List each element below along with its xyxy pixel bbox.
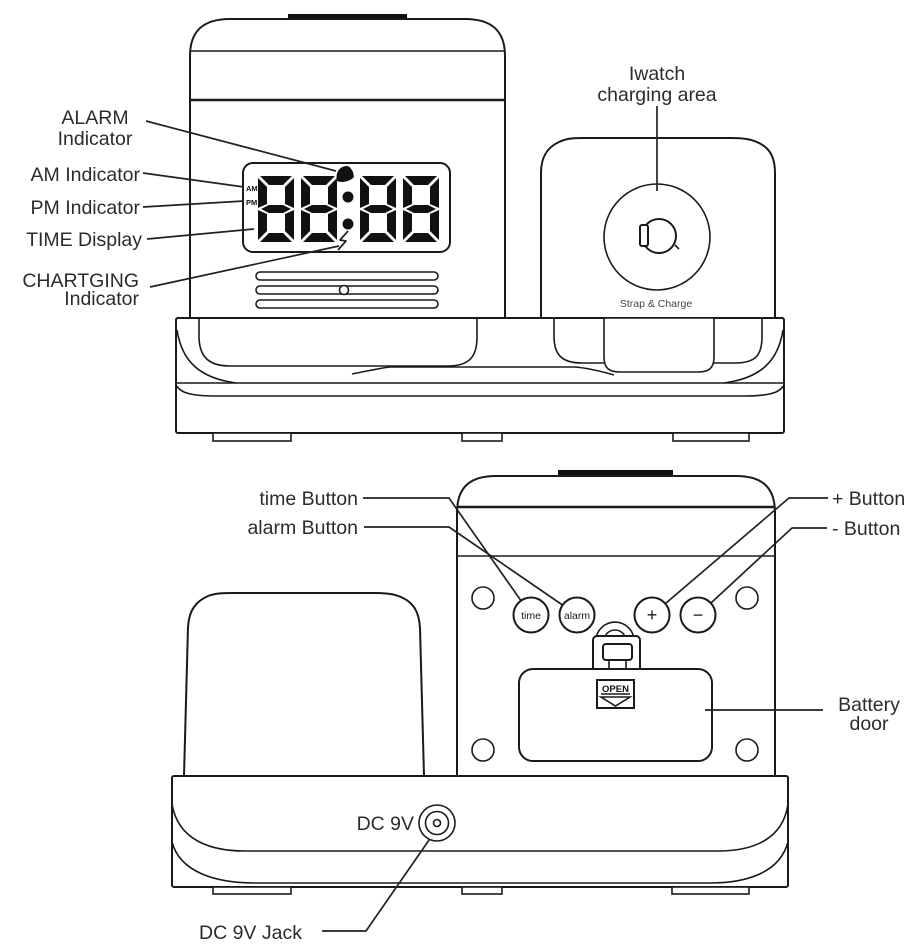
label-alarm-indicator-1: ALARM <box>61 107 128 129</box>
label-alarm-button: alarm Button <box>247 517 358 539</box>
open-marking: OPEN <box>596 679 635 709</box>
watch-crown-tick <box>674 244 680 250</box>
dock-caption: Strap & Charge <box>620 298 693 310</box>
label-pm-indicator: PM Indicator <box>31 197 141 219</box>
grille-hole <box>338 284 350 296</box>
label-plus-button: + Button <box>832 488 905 510</box>
pm-indicator-line <box>142 200 245 208</box>
alarm-bell-icon <box>336 166 354 182</box>
plus-button-label: + <box>647 605 658 625</box>
foot <box>672 432 750 442</box>
alarm-button <box>558 596 596 634</box>
open-arrow-icon <box>598 696 633 707</box>
plus-button-line <box>651 497 828 616</box>
time-button-label: time <box>521 610 541 622</box>
foot <box>461 886 503 895</box>
base-front <box>175 317 785 442</box>
back-buttons: time alarm + − <box>512 596 717 634</box>
dock-tongue <box>603 317 715 373</box>
foot <box>212 886 292 895</box>
plus-button <box>633 596 671 634</box>
dc-jack <box>418 804 456 842</box>
label-battery-door-1: Battery <box>838 694 900 716</box>
back-top-bar <box>558 470 673 477</box>
base-back <box>171 775 789 895</box>
charging-bolt-icon <box>337 230 349 251</box>
label-am-indicator: AM Indicator <box>31 164 141 186</box>
label-iwatch-area-2: charging area <box>597 84 716 106</box>
alarm-button-label: alarm <box>564 610 591 622</box>
time-display <box>242 162 451 253</box>
time-button <box>512 596 550 634</box>
label-alarm-indicator-2: Indicator <box>58 128 133 150</box>
back-callout-lines-buttons <box>363 497 828 616</box>
screw-hole <box>735 738 759 762</box>
minus-button-label: − <box>693 605 704 625</box>
foot <box>671 886 750 895</box>
time-display-line <box>146 228 255 240</box>
front-callout-lines <box>142 106 658 288</box>
watch-dock-back <box>182 592 426 777</box>
foot <box>212 432 292 442</box>
label-charging-indicator-2: Indicator <box>64 288 139 310</box>
alarm-button-line <box>364 526 578 616</box>
battery-door <box>518 668 713 762</box>
colon-dot-bottom <box>342 218 354 230</box>
pm-indicator-glyph: PM <box>246 198 257 207</box>
speaker-grille <box>255 271 439 309</box>
label-iwatch-area-1: Iwatch <box>629 63 685 85</box>
back-view: time alarm + − OPEN <box>171 470 905 944</box>
screw-hole <box>471 586 495 610</box>
watch-band-clip <box>639 224 649 247</box>
label-dc-jack: DC 9V Jack <box>199 922 302 944</box>
label-charging-indicator-1: CHARTGING <box>22 270 139 292</box>
label-battery-door-2: door <box>849 713 889 735</box>
colon-dot-top <box>342 191 354 203</box>
alarm-indicator-line <box>145 120 337 172</box>
dc-jack-line <box>322 829 437 932</box>
minus-button <box>679 596 717 634</box>
dc-9v-marking: DC 9V <box>357 813 414 835</box>
charging-indicator-line <box>149 245 340 288</box>
open-label: OPEN <box>602 684 629 695</box>
minus-button-line <box>697 527 827 616</box>
foot <box>461 432 503 442</box>
am-indicator-line <box>142 172 245 188</box>
front-callout-labels: ALARM Indicator AM Indicator PM Indicato… <box>22 63 716 310</box>
am-indicator-glyph: AM <box>246 184 258 193</box>
time-button-line <box>363 497 532 616</box>
screw-hole <box>735 586 759 610</box>
back-callout-labels: time Button alarm Button + Button - Butt… <box>199 488 905 944</box>
label-time-display: TIME Display <box>26 229 142 251</box>
screw-hole <box>471 738 495 762</box>
front-view: AM PM Strap & Charge <box>22 14 785 442</box>
label-minus-button: - Button <box>832 518 900 540</box>
label-time-button: time Button <box>259 488 358 510</box>
